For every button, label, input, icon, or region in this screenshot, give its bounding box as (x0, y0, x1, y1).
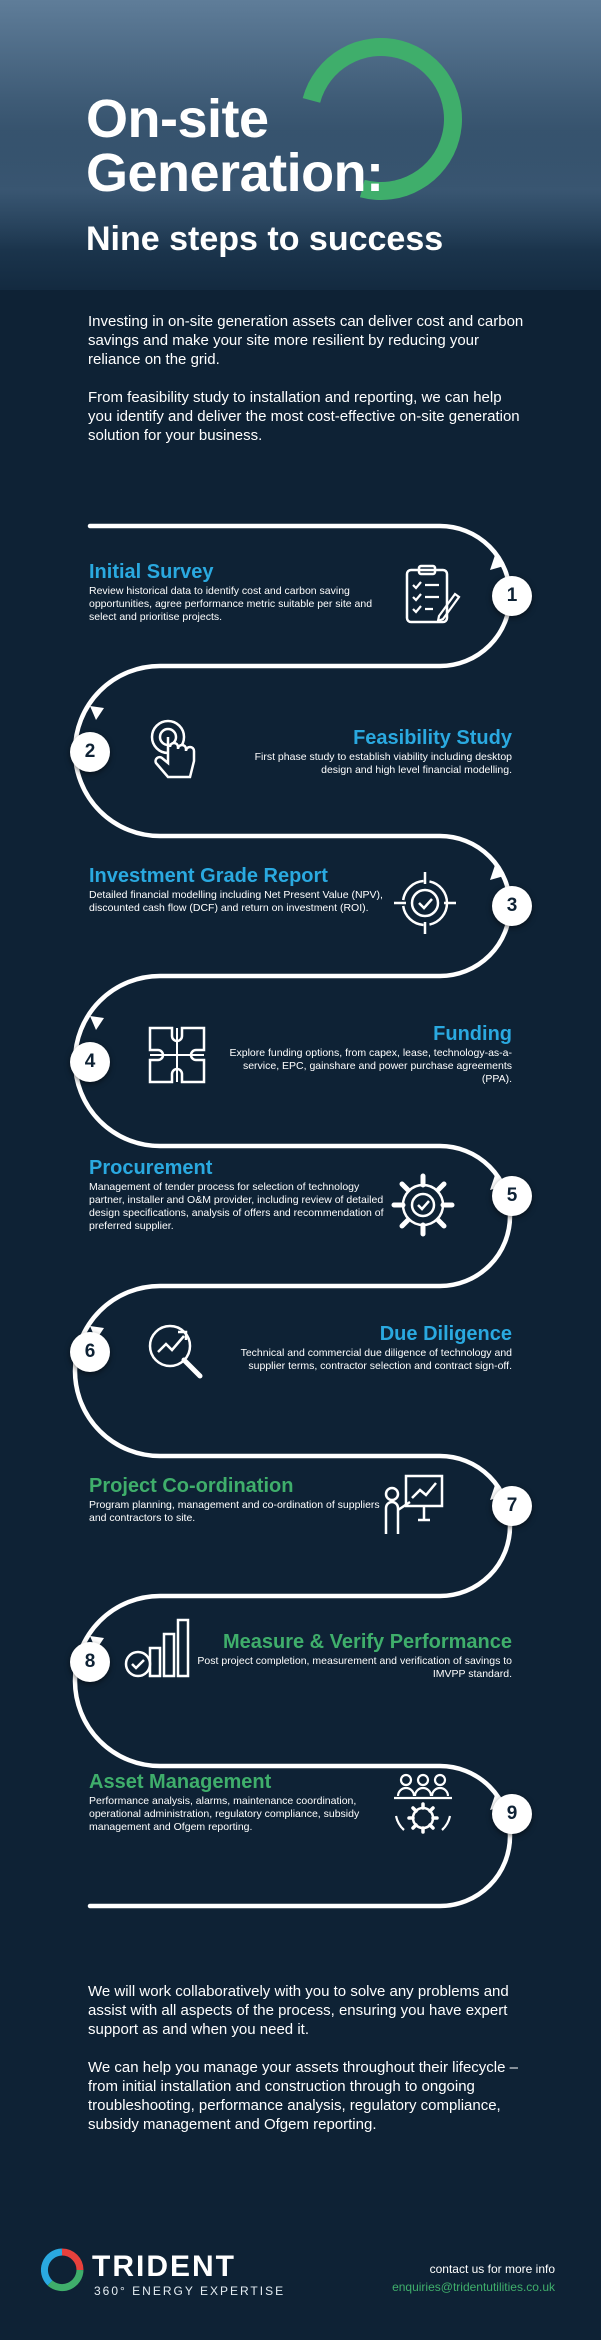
step-5: Procurement Management of tender process… (89, 1156, 389, 1233)
step-5-description: Management of tender process for selecti… (89, 1181, 384, 1232)
presenter-board-icon (384, 1474, 444, 1534)
gear-check-icon (391, 1173, 455, 1237)
intro-text: Investing in on-site generation assets c… (88, 312, 528, 464)
bar-chart-check-icon (124, 1618, 190, 1678)
step-6: Due Diligence Technical and commercial d… (222, 1322, 512, 1373)
step-6-title: Due Diligence (379, 1323, 512, 1345)
intro-paragraph-2: From feasibility study to installation a… (88, 389, 520, 444)
step-1: Initial Survey Review historical data to… (89, 560, 389, 624)
step-3-number: 3 (492, 886, 532, 926)
step-7-description: Program planning, management and co-ordi… (89, 1499, 380, 1524)
clipboard-checklist-icon (405, 564, 461, 624)
step-7-title: Project Co-ordination (89, 1475, 294, 1497)
contact-block: contact us for more info enquiries@tride… (392, 2260, 555, 2296)
step-5-title: Procurement (89, 1157, 213, 1179)
step-9-number: 9 (492, 1794, 532, 1834)
step-9-title: Asset Management (89, 1771, 272, 1793)
magnifier-chart-icon (148, 1324, 203, 1379)
hero-banner: On-site Generation: Nine steps to succes… (0, 0, 601, 290)
step-4-number: 4 (70, 1042, 110, 1082)
team-gear-icon (394, 1773, 452, 1834)
step-1-description: Review historical data to identify cost … (89, 585, 373, 623)
step-6-number: 6 (70, 1332, 110, 1372)
step-5-number: 5 (492, 1176, 532, 1216)
step-8-title: Measure & Verify Performance (222, 1631, 512, 1653)
step-3: Investment Grade Report Detailed financi… (89, 864, 389, 915)
contact-label: contact us for more info (429, 2262, 555, 2276)
closing-paragraph-1: We will work collaboratively with you to… (88, 1983, 509, 2038)
step-3-title: Investment Grade Report (89, 865, 328, 887)
step-2-title: Feasibility Study (353, 727, 512, 749)
step-9: Asset Management Performance analysis, a… (89, 1770, 389, 1834)
step-4-title: Funding (433, 1023, 512, 1045)
step-4: Funding Explore funding options, from ca… (222, 1022, 513, 1086)
step-8-number: 8 (70, 1642, 110, 1682)
step-2-number: 2 (70, 732, 110, 772)
step-9-description: Performance analysis, alarms, maintenanc… (89, 1795, 360, 1833)
step-1-number: 1 (492, 576, 532, 616)
page-subtitle: Nine steps to success (86, 220, 444, 258)
step-1-title: Initial Survey (89, 561, 214, 583)
brand-tagline: 360° ENERGY EXPERTISE (94, 2284, 286, 2298)
page-title: On-site Generation: (86, 92, 384, 200)
target-check-icon (394, 872, 456, 934)
step-7-number: 7 (492, 1486, 532, 1526)
step-3-description: Detailed financial modelling including N… (89, 889, 383, 914)
trident-logo-icon (40, 2248, 84, 2292)
step-2-description: First phase study to establish viability… (254, 751, 512, 776)
title-line-1: On-site (86, 89, 269, 149)
step-7: Project Co-ordination Program planning, … (89, 1474, 389, 1525)
closing-text: We will work collaboratively with you to… (88, 1982, 528, 2153)
brand-name: TRIDENT (92, 2250, 236, 2283)
step-8: Measure & Verify Performance Post projec… (192, 1630, 512, 1681)
step-4-description: Explore funding options, from capex, lea… (229, 1047, 513, 1085)
contact-email-link[interactable]: enquiries@tridentutilities.co.uk (392, 2280, 555, 2294)
closing-paragraph-2: We can help you manage your assets throu… (88, 2059, 518, 2133)
puzzle-icon (148, 1026, 206, 1084)
step-8-description: Post project completion, measurement and… (197, 1655, 512, 1680)
title-line-2: Generation: (86, 143, 384, 203)
hand-tap-icon (150, 719, 196, 779)
step-6-description: Technical and commercial due diligence o… (240, 1347, 512, 1372)
intro-paragraph-1: Investing in on-site generation assets c… (88, 313, 524, 368)
step-2: Feasibility Study First phase study to e… (222, 726, 512, 777)
hero-background (0, 130, 601, 250)
